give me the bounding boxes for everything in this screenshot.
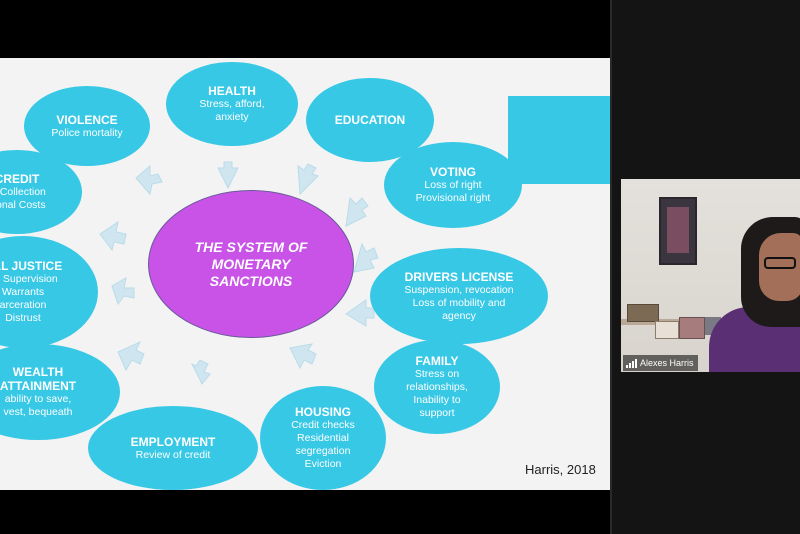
node-line: Inability to [413,394,461,406]
node-title: HEALTH [208,84,256,98]
node-line: Suspension, revocation [404,283,514,296]
node-title: CREDIT [0,172,40,186]
shared-screen: HEALTH Stress, afford, anxiety EDUCATION… [0,0,610,534]
arrow-icon [135,164,163,196]
node-title: HOUSING [294,405,351,419]
node-health: HEALTH Stress, afford, anxiety [166,62,298,146]
node-line: ed Supervision [0,273,58,285]
node-line: arceration [0,299,47,311]
node-title: EMPLOYMENT [130,434,216,449]
wall-picture [659,197,697,265]
node-education: EDUCATION [306,78,434,162]
participant-video-tile[interactable]: Alexes Harris [621,179,800,372]
node-title: EDUCATION [334,113,406,127]
node-drivers-license: DRIVERS LICENSE Suspension, revocation L… [370,248,548,344]
arrow-icon [297,163,319,196]
node-line: itional Costs [0,199,46,211]
divider [610,0,612,534]
node-credit: CREDIT te Collection itional Costs [0,150,82,234]
node-wealth-attainment: WEALTH ATTAINMENT ability to save, vest,… [0,344,120,440]
arrow-icon [289,343,317,370]
node-voting: VOTING Loss of right Provisional right [384,142,522,228]
photo-frame [655,321,679,339]
node-line: vest, bequeath [3,406,73,418]
participant-name-tag: Alexes Harris [623,355,698,371]
node-line: Review of credit [135,448,211,461]
photo-frame [627,304,659,322]
node-housing: HOUSING Credit checks Residential segreg… [260,386,386,490]
node-title: VOTING [429,165,476,179]
node-family: FAMILY Stress on relationships, Inabilit… [374,340,500,434]
node-violence: VIOLENCE Police mortality [24,86,150,166]
node-line: agency [442,309,476,322]
node-line: Credit checks [291,419,355,431]
arrow-icon [99,220,127,252]
node-line: relationships, [406,381,468,393]
arrow-icon [190,359,211,385]
signal-bars-icon [626,358,637,368]
node-line: Residential [297,432,349,444]
arrow-icon [217,161,239,190]
node-title: FAMILY [415,354,459,368]
arrow-icon [345,196,369,227]
node-line: te Collection [0,186,46,198]
node-line: support [419,407,455,419]
arrow-layer [99,161,379,385]
presentation-slide: HEALTH Stress, afford, anxiety EDUCATION… [0,58,610,490]
node-title: ATTAINMENT [0,379,77,393]
arrow-icon [117,340,145,372]
center-ellipse: THE SYSTEM OF MONETARY SANCTIONS [148,190,354,338]
arrow-icon [345,299,375,327]
node-line: Stress on [414,368,460,380]
node-line: segregation [295,445,351,457]
node-title: VIOLENCE [56,112,118,127]
node-line: Eviction [304,458,342,470]
node-line: Police mortality [51,126,123,139]
participant-name: Alexes Harris [640,358,694,368]
photo-frame [679,317,705,339]
node-title: NAL JUSTICE [0,259,63,273]
node-line: Loss of right [424,179,482,191]
center-line: THE SYSTEM OF [194,238,308,255]
slide-citation: Harris, 2018 [525,462,596,477]
node-line: Provisional right [415,192,491,204]
node-employment: EMPLOYMENT Review of credit [88,406,258,490]
node-line: anxiety [215,111,249,123]
node-title: DRIVERS LICENSE [404,269,514,284]
node-line: Stress, afford, [199,98,265,110]
node-line: Distrust [5,312,41,324]
arrow-icon [111,277,135,306]
glasses [764,257,796,269]
center-line: SANCTIONS [209,272,293,289]
decorative-rectangle [508,96,610,184]
node-line: ability to save, [4,393,72,405]
arrow-icon [353,242,379,273]
node-line: Warrants [1,286,45,298]
center-line: MONETARY [211,255,291,272]
node-title: WEALTH [12,365,64,379]
node-line: Loss of mobility and [412,296,506,309]
